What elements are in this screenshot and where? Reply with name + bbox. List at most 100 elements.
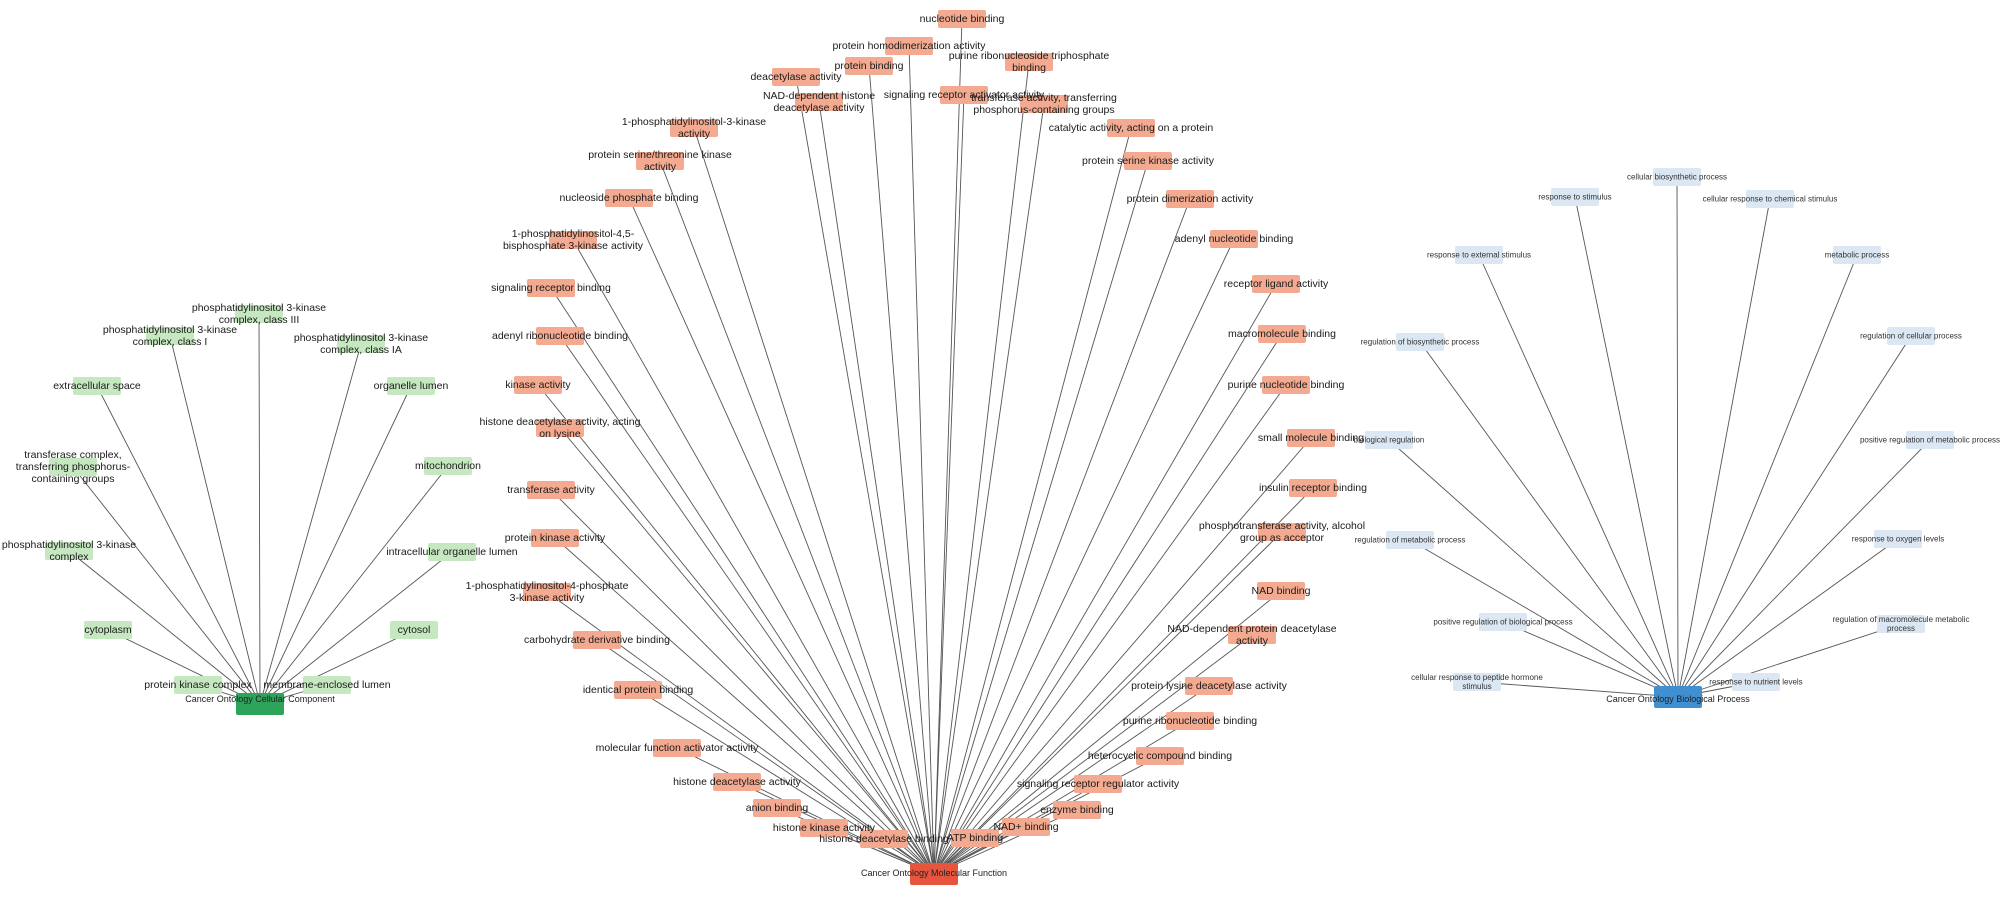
red-node-box-41[interactable] <box>800 819 848 837</box>
green-node-box-0[interactable] <box>235 305 283 323</box>
edge-red-11 <box>659 160 935 875</box>
red-node-box-40[interactable] <box>1053 801 1101 819</box>
red-node-box-35[interactable] <box>653 739 701 757</box>
red-node-label-2: purine ribonucleoside triphosphate bindi… <box>948 49 1110 74</box>
red-node-label-36: heterocyclic compound binding <box>1087 749 1233 762</box>
edge-blue-10 <box>1677 538 1899 698</box>
green-node-box-7[interactable] <box>45 542 93 560</box>
red-node-box-31[interactable] <box>1228 626 1276 644</box>
green-node-box-11[interactable] <box>174 676 222 694</box>
red-node-box-36[interactable] <box>1136 747 1184 765</box>
red-node-box-15[interactable] <box>549 231 597 249</box>
edge-blue-5 <box>1677 335 1912 698</box>
green-node-box-8[interactable] <box>428 543 476 561</box>
red-node-box-21[interactable] <box>514 376 562 394</box>
green-hub-label[interactable]: Cancer Ontology Cellular Component <box>185 693 335 704</box>
red-node-box-30[interactable] <box>573 631 621 649</box>
edge-red-20 <box>933 384 1287 875</box>
green-node-box-12[interactable] <box>303 676 351 694</box>
red-node-label-25: transferase activity <box>507 483 595 496</box>
red-node-box-14[interactable] <box>1210 230 1258 248</box>
blue-hub-box[interactable] <box>1654 686 1702 708</box>
edge-red-13 <box>628 197 935 875</box>
red-node-box-12[interactable] <box>1166 190 1214 208</box>
green-node-box-10[interactable] <box>390 621 438 639</box>
red-node-box-37[interactable] <box>713 773 761 791</box>
edge-red-25 <box>550 489 935 875</box>
red-node-box-34[interactable] <box>1166 712 1214 730</box>
red-node-box-42[interactable] <box>1002 818 1050 836</box>
red-node-box-25[interactable] <box>527 481 575 499</box>
blue-hub-label[interactable]: Cancer Ontology Biological Process <box>1606 693 1750 704</box>
green-node-box-2[interactable] <box>337 335 385 353</box>
red-node-box-29[interactable] <box>1257 582 1305 600</box>
red-node-box-38[interactable] <box>1074 775 1122 793</box>
edge-red-19 <box>559 335 935 875</box>
red-node-box-5[interactable] <box>1020 95 1068 113</box>
green-node-box-6[interactable] <box>424 457 472 475</box>
blue-node-box-8[interactable] <box>1906 431 1954 449</box>
blue-node-box-11[interactable] <box>1479 613 1527 631</box>
blue-node-box-14[interactable] <box>1732 673 1780 691</box>
edge-red-9 <box>693 127 935 875</box>
red-node-box-6[interactable] <box>940 86 988 104</box>
red-node-box-39[interactable] <box>753 799 801 817</box>
green-node-box-9[interactable] <box>84 621 132 639</box>
red-node-label-6: signaling receptor activator activity <box>883 88 1045 101</box>
red-node-box-33[interactable] <box>614 681 662 699</box>
red-node-box-11[interactable] <box>636 152 684 170</box>
edge-red-26 <box>933 531 1283 875</box>
blue-node-box-5[interactable] <box>1887 327 1935 345</box>
red-node-box-32[interactable] <box>1185 677 1233 695</box>
red-node-box-19[interactable] <box>536 327 584 345</box>
red-node-box-13[interactable] <box>605 189 653 207</box>
green-hub-box[interactable] <box>236 693 284 715</box>
red-node-box-0[interactable] <box>938 10 986 28</box>
red-node-box-28[interactable] <box>523 583 571 601</box>
red-node-box-7[interactable] <box>795 93 843 111</box>
red-node-box-23[interactable] <box>536 419 584 437</box>
green-node-box-5[interactable] <box>49 458 97 476</box>
red-node-box-8[interactable] <box>1107 119 1155 137</box>
red-node-label-14: adenyl nucleotide binding <box>1174 232 1294 245</box>
red-node-box-18[interactable] <box>1258 325 1306 343</box>
red-node-box-24[interactable] <box>1289 479 1337 497</box>
red-node-box-22[interactable] <box>1287 429 1335 447</box>
red-node-box-27[interactable] <box>531 529 579 547</box>
red-node-label-10: protein serine kinase activity <box>1082 154 1214 167</box>
blue-node-box-1[interactable] <box>1551 188 1599 206</box>
red-node-box-43[interactable] <box>860 830 908 848</box>
red-node-box-9[interactable] <box>670 119 718 137</box>
blue-node-box-0[interactable] <box>1653 168 1701 186</box>
red-node-box-16[interactable] <box>1252 275 1300 293</box>
edge-green-1 <box>169 335 261 705</box>
blue-node-box-3[interactable] <box>1455 246 1503 264</box>
red-hub-label[interactable]: Cancer Ontology Molecular Function <box>860 867 1008 878</box>
edge-blue-8 <box>1677 439 1931 698</box>
red-node-box-17[interactable] <box>527 279 575 297</box>
red-node-box-26[interactable] <box>1258 523 1306 541</box>
red-node-box-20[interactable] <box>1262 376 1310 394</box>
red-node-box-44[interactable] <box>951 829 999 847</box>
blue-node-box-4[interactable] <box>1833 246 1881 264</box>
red-node-box-3[interactable] <box>845 57 893 75</box>
green-node-label-12: membrane-enclosed lumen <box>263 678 391 691</box>
green-node-box-1[interactable] <box>146 327 194 345</box>
red-node-box-4[interactable] <box>772 68 820 86</box>
red-node-box-2[interactable] <box>1005 53 1053 71</box>
blue-node-box-12[interactable] <box>1877 615 1925 633</box>
green-node-label-3: extracellular space <box>53 379 141 392</box>
edge-red-21 <box>537 384 935 875</box>
blue-node-box-13[interactable] <box>1453 673 1501 691</box>
blue-node-box-6[interactable] <box>1396 333 1444 351</box>
red-hub-box[interactable] <box>910 863 958 885</box>
blue-node-box-7[interactable] <box>1365 431 1413 449</box>
green-node-box-3[interactable] <box>73 377 121 395</box>
red-node-box-10[interactable] <box>1124 152 1172 170</box>
red-node-box-1[interactable] <box>885 37 933 55</box>
blue-node-box-9[interactable] <box>1386 531 1434 549</box>
blue-node-box-10[interactable] <box>1874 530 1922 548</box>
green-node-box-4[interactable] <box>387 377 435 395</box>
blue-node-box-2[interactable] <box>1746 190 1794 208</box>
